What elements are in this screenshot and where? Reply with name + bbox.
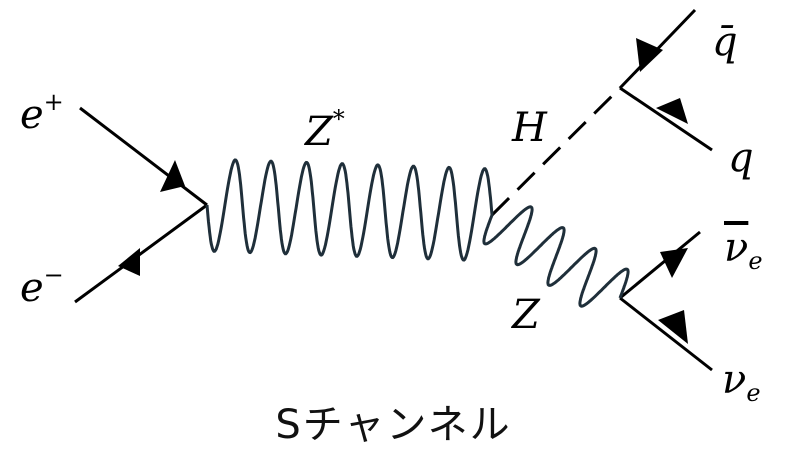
label-nubar-e: νe <box>724 225 763 275</box>
label-higgs: H <box>512 105 547 151</box>
arrow-e-minus <box>118 248 140 276</box>
q-line <box>619 86 713 152</box>
arrow-nubar <box>660 248 688 278</box>
nubar-line <box>619 230 701 300</box>
zstar-propagator <box>205 158 494 262</box>
label-q: q <box>728 135 754 181</box>
arrow-q <box>656 98 688 124</box>
diagram-caption: Sチャンネル <box>275 402 512 448</box>
label-z: Z <box>512 292 540 338</box>
label-qbar: q̄ <box>712 19 738 65</box>
e-minus-line <box>74 203 208 304</box>
arrow-qbar <box>636 38 663 72</box>
label-e-minus: e− <box>20 261 64 311</box>
arrow-e-plus <box>160 160 185 192</box>
label-z-star: Z* <box>305 105 345 155</box>
nu-line <box>619 296 713 372</box>
e-plus-line <box>79 106 208 207</box>
label-e-plus: e+ <box>20 88 64 138</box>
label-nu-e: νe <box>722 357 761 407</box>
higgs-line <box>490 86 622 217</box>
arrow-nu <box>658 310 688 344</box>
z-propagator <box>482 205 630 308</box>
